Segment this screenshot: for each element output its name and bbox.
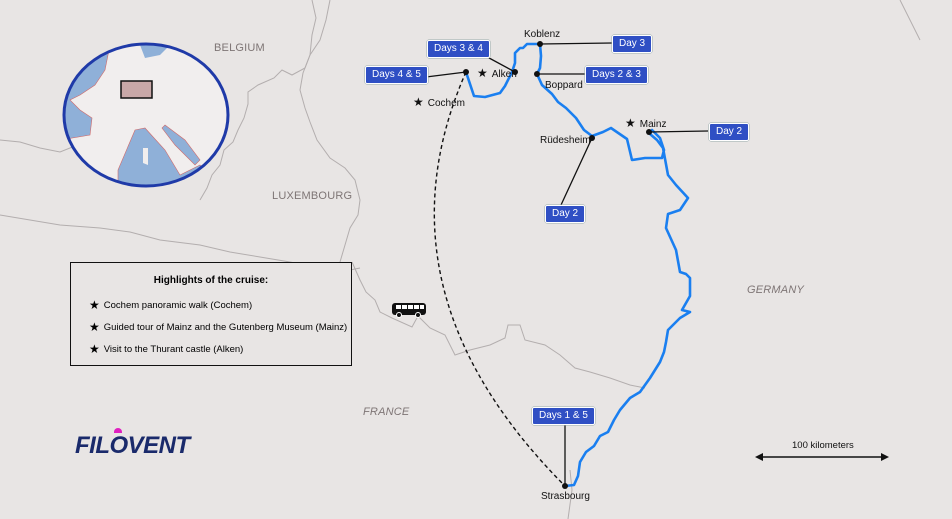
inset-highlight-box <box>120 80 153 99</box>
legend-item: ★Guided tour of Mainz and the Gutenberg … <box>89 320 348 334</box>
day-tag-boppard: Days 2 & 3 <box>585 66 648 84</box>
legend-item: ★Visit to the Thurant castle (Alken) <box>89 342 244 356</box>
country-label-belgium: BELGIUM <box>214 42 265 54</box>
scale-label: 100 kilometers <box>792 440 854 451</box>
logo-accent-icon <box>114 428 122 433</box>
star-icon: ★ <box>89 320 100 334</box>
country-label-luxembourg: LUXEMBOURG <box>272 190 353 202</box>
day-tag-cochem: Days 4 & 5 <box>365 66 428 84</box>
country-borders <box>0 0 921 519</box>
star-icon: ★ <box>89 342 100 356</box>
country-label-france: FRANCE <box>363 406 410 418</box>
bus-route-line <box>433 71 566 487</box>
day-tag-alken: Days 3 & 4 <box>427 40 490 58</box>
city-label-mainz: ★Mainz <box>625 116 667 130</box>
bus-icon <box>392 303 426 318</box>
country-label-germany: GERMANY <box>747 284 805 296</box>
star-icon: ★ <box>477 66 488 80</box>
city-label-rudesheim: Rüdesheim <box>540 135 591 146</box>
city-label-koblenz: Koblenz <box>524 29 561 40</box>
star-icon: ★ <box>413 95 424 109</box>
city-label-alken: ★Alken <box>477 66 517 80</box>
star-icon: ★ <box>89 298 100 312</box>
river-route <box>464 42 692 488</box>
inset-locator-map <box>62 42 230 188</box>
city-label-boppard: Boppard <box>545 80 583 91</box>
filovent-logo: FILOVENT <box>75 432 190 459</box>
city-label-cochem: ★Cochem <box>413 95 466 109</box>
legend-title: Highlights of the cruise: <box>153 275 269 286</box>
day-tag-mainz: Day 2 <box>709 123 750 141</box>
city-dots <box>463 41 652 489</box>
highlights-legend: Highlights of the cruise: ★Cochem panora… <box>70 262 352 366</box>
day-tag-koblenz: Day 3 <box>612 35 653 53</box>
scale-bar <box>755 453 889 461</box>
city-label-strasbourg: Strasbourg <box>541 491 590 502</box>
day-tag-rudesheim: Day 2 <box>545 205 586 223</box>
star-icon: ★ <box>625 116 636 130</box>
legend-item: ★Cochem panoramic walk (Cochem) <box>89 298 253 312</box>
day-tag-strasbourg: Days 1 & 5 <box>532 407 595 425</box>
